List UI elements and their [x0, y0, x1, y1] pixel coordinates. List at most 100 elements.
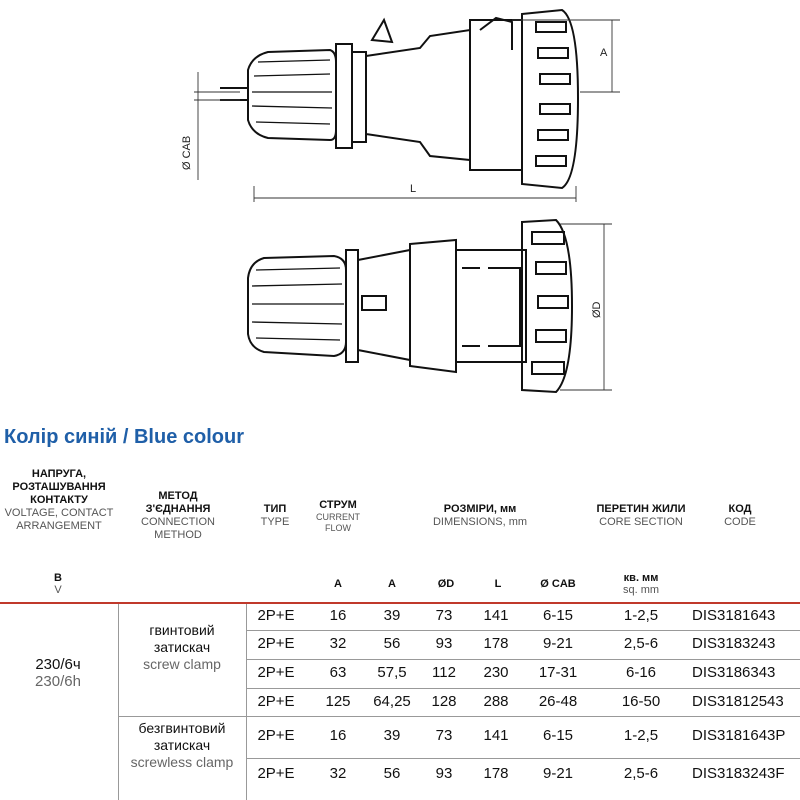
voltage-value: 230/6ч 230/6h [18, 656, 98, 690]
method-screw-clamp: гвинтовий затискач screw clamp [122, 622, 242, 673]
unit-section: кв. мм sq. mm [596, 572, 686, 596]
product-technical-drawing: A L Ø CAB ØD [181, 8, 620, 394]
cell-d: 128 [431, 693, 457, 710]
cell-l: 141 [483, 727, 509, 744]
header-code-uk: КОД [728, 503, 752, 515]
cell-section: 1-2,5 [623, 607, 659, 624]
cell-code: DIS31812543 [692, 693, 784, 710]
grid-line [246, 758, 800, 759]
cell-code: DIS3186343 [692, 664, 776, 681]
method-uk: безгвинтовий затискач [138, 720, 226, 753]
unit-dim-d: ØD [437, 578, 455, 590]
cell-a: 39 [383, 727, 401, 744]
header-type: ТИП TYPE [250, 503, 300, 529]
header-type-en: TYPE [260, 516, 290, 528]
cell-d: 93 [435, 635, 453, 652]
cell-current: 16 [329, 607, 347, 624]
unit-section-en: sq. mm [622, 584, 660, 596]
cell-type: 2P+E [257, 607, 295, 624]
cell-section: 2,5-6 [623, 635, 659, 652]
cell-cab: 6-15 [542, 607, 574, 624]
header-code: КОД CODE [700, 503, 780, 529]
header-current: СТРУМ CURRENT FLOW [306, 499, 370, 534]
section-title: Колір синій / Blue colour [4, 426, 244, 448]
method-en: screwless clamp [130, 754, 234, 770]
header-section: ПЕРЕТИН ЖИЛИ CORE SECTION [596, 503, 686, 529]
unit-dim-a: A [388, 578, 396, 590]
cell-l: 178 [483, 765, 509, 782]
method-screwless-clamp: безгвинтовий затискач screwless clamp [122, 720, 242, 771]
cell-a: 64,25 [373, 693, 411, 710]
cell-l: 230 [483, 664, 509, 681]
grid-line [118, 716, 800, 717]
dim-d-label: ØD [591, 301, 603, 318]
voltage-value-en: 230/6h [35, 673, 81, 690]
voltage-value-uk: 230/6ч [35, 656, 81, 673]
header-code-en: CODE [724, 516, 756, 528]
cell-cab: 17-31 [538, 664, 578, 681]
grid-line [246, 630, 800, 631]
cell-l: 178 [483, 635, 509, 652]
cell-section: 1-2,5 [623, 727, 659, 744]
grid-line [246, 688, 800, 689]
unit-current: A [334, 578, 342, 590]
cell-d: 112 [432, 664, 456, 681]
header-voltage: НАПРУГА, РОЗТАШУВАННЯ КОНТАКТУ VOLTAGE, … [0, 468, 118, 533]
cell-d: 73 [435, 727, 453, 744]
header-dimensions: РОЗМІРИ, мм DIMENSIONS, mm [380, 503, 580, 529]
cell-a: 56 [383, 765, 401, 782]
cell-code: DIS3183243F [692, 765, 785, 782]
header-dimensions-en: DIMENSIONS, mm [432, 516, 528, 528]
header-current-uk: СТРУМ [319, 499, 357, 511]
cell-type: 2P+E [257, 727, 295, 744]
grid-line [246, 604, 247, 800]
dim-a-label: A [600, 47, 608, 59]
cell-a: 56 [383, 635, 401, 652]
cell-a: 57,5 [377, 664, 407, 681]
unit-section-uk: кв. мм [623, 572, 659, 584]
method-en: screw clamp [143, 656, 221, 672]
cell-cab: 9-21 [542, 635, 574, 652]
unit-dim-cab: Ø CAB [540, 578, 576, 590]
cell-code: DIS3181643 [692, 607, 776, 624]
header-method-uk: МЕТОД З'ЄДНАННЯ [145, 490, 211, 515]
cell-type: 2P+E [257, 765, 295, 782]
cell-d: 73 [435, 607, 453, 624]
cell-d: 93 [435, 765, 453, 782]
cell-cab: 6-15 [542, 727, 574, 744]
cell-type: 2P+E [257, 664, 295, 681]
cell-code: DIS3181643P [692, 727, 786, 744]
dim-l-label: L [410, 183, 416, 195]
cell-current: 63 [329, 664, 347, 681]
unit-voltage-en: V [54, 584, 62, 596]
header-type-uk: ТИП [263, 503, 287, 515]
method-uk: гвинтовий затискач [149, 622, 215, 655]
grid-line [246, 659, 800, 660]
header-section-en: CORE SECTION [599, 516, 683, 528]
cell-current: 32 [329, 765, 347, 782]
unit-voltage: В V [18, 572, 98, 596]
cell-l: 288 [483, 693, 509, 710]
cell-current: 32 [329, 635, 347, 652]
unit-voltage-uk: В [54, 572, 62, 584]
unit-dim-l: L [494, 578, 502, 590]
cell-type: 2P+E [257, 635, 295, 652]
header-method-en: CONNECTION METHOD [141, 516, 215, 541]
header-section-uk: ПЕРЕТИН ЖИЛИ [596, 503, 686, 515]
header-voltage-uk: НАПРУГА, РОЗТАШУВАННЯ КОНТАКТУ [12, 468, 106, 506]
cell-section: 6-16 [625, 664, 657, 681]
header-dimensions-uk: РОЗМІРИ, мм [443, 503, 517, 515]
grid-line [118, 604, 119, 800]
header-current-en: CURRENT FLOW [316, 512, 360, 533]
cell-cab: 26-48 [538, 693, 578, 710]
dim-cab-label: Ø CAB [181, 136, 193, 170]
header-divider [0, 602, 800, 604]
cell-current: 125 [325, 693, 351, 710]
cell-l: 141 [483, 607, 509, 624]
header-voltage-en: VOLTAGE, CONTACT ARRANGEMENT [4, 507, 114, 532]
cell-current: 16 [329, 727, 347, 744]
header-method: МЕТОД З'ЄДНАННЯ CONNECTION METHOD [128, 490, 228, 542]
cell-a: 39 [383, 607, 401, 624]
cell-type: 2P+E [257, 693, 295, 710]
cell-cab: 9-21 [542, 765, 574, 782]
